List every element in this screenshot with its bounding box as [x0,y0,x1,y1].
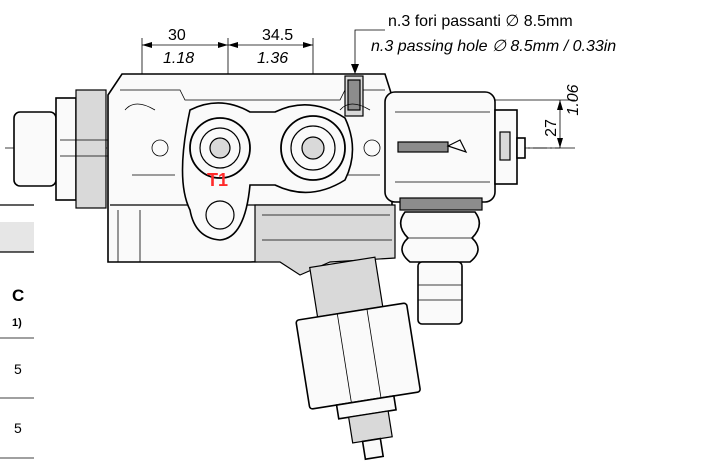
dim-30-inch: 1.18 [163,50,194,67]
dim-34-mm: 34.5 [262,27,293,44]
lower-body [254,204,396,276]
left-connector [13,89,110,209]
right-actuator [384,91,526,203]
note-line-2: n.3 passing hole ∅ 8.5mm / 0.33in [371,38,616,55]
top-dimensions: 30 1.18 34.5 1.36 [141,27,314,112]
table-row-1: 5 [14,361,22,377]
table-row-2: 5 [14,420,22,436]
dim-27-mm: 27 [543,119,560,137]
spec-table-fragment: C 1) 5 5 [0,204,34,459]
dim-27-inch: 1.06 [565,84,582,115]
note-line-1: n.3 fori passanti ∅ 8.5mm [388,13,573,30]
dim-34-inch: 1.36 [257,50,288,67]
hole-note: n.3 fori passanti ∅ 8.5mm n.3 passing ho… [351,13,616,74]
table-subheader: 1) [12,317,22,329]
table-header: C [12,286,24,305]
dim-30-mm: 30 [168,27,186,44]
rubber-boot [399,197,483,325]
port-label-t1: T1 [207,170,228,190]
port-plate [151,102,381,241]
angled-actuator [295,256,421,461]
